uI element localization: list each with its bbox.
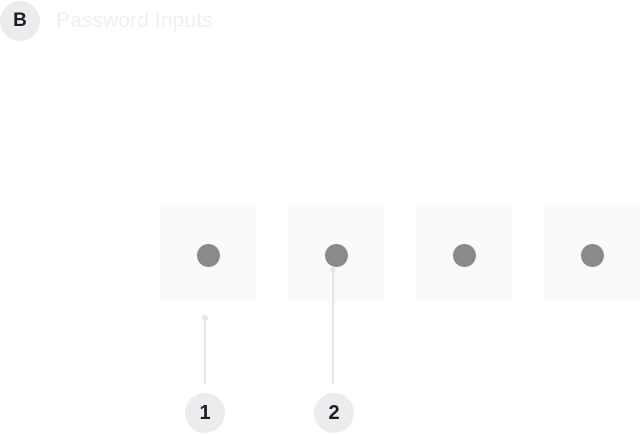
callout-1-line: [204, 318, 206, 384]
section-header: B Password Inputs: [0, 0, 213, 42]
pin-cell-3[interactable]: [416, 207, 512, 303]
pin-dot-2: [324, 243, 348, 267]
pin-cell-4[interactable]: [544, 207, 640, 303]
section-badge: B: [0, 1, 40, 41]
pin-dot-3: [452, 243, 476, 267]
section-title: Password Inputs: [56, 9, 213, 32]
callout-marker-1: 1: [185, 393, 225, 433]
callout-2-line: [332, 270, 334, 384]
pin-cell-2[interactable]: [288, 207, 384, 303]
pin-cell-1[interactable]: [160, 207, 256, 303]
pin-dot-4: [580, 243, 604, 267]
pin-dot-1: [196, 243, 220, 267]
callout-marker-2: 2: [314, 393, 354, 433]
